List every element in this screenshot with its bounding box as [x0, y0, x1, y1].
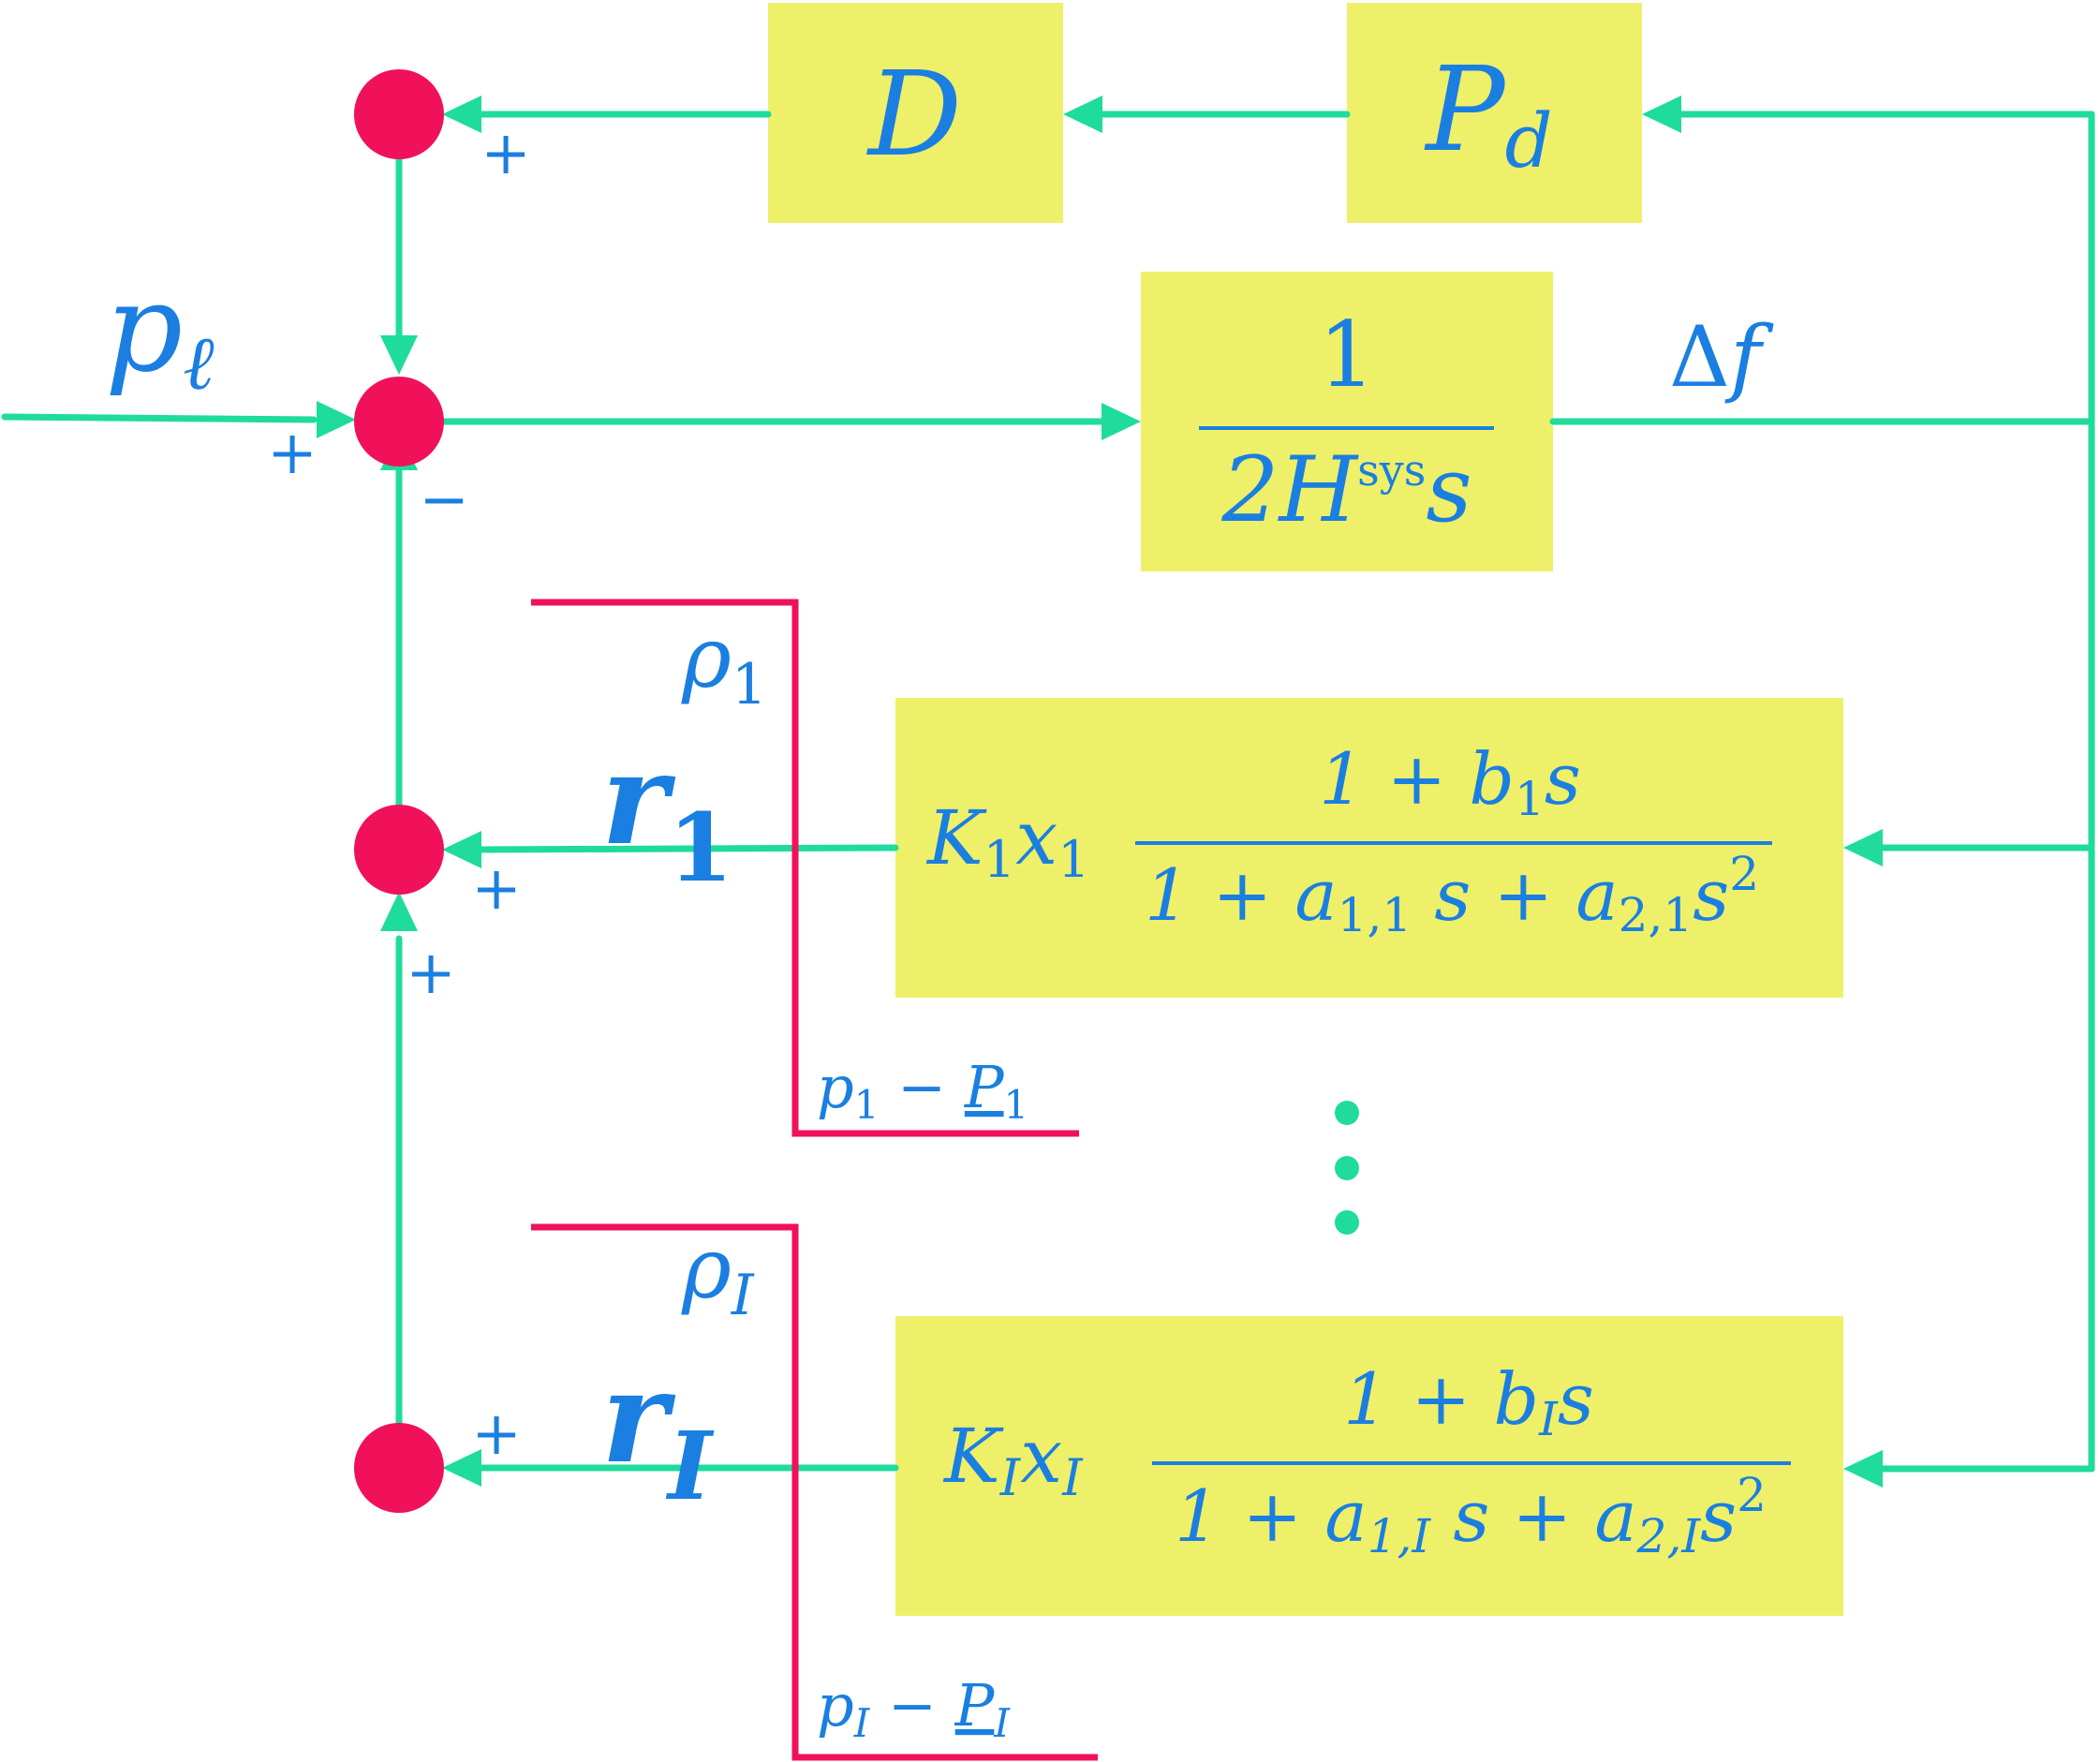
arrowhead-load-into-main-sum	[317, 401, 356, 438]
sign-sum1-right-plus: +	[471, 854, 522, 924]
signal-delta-f-label: Δf	[1669, 308, 1774, 407]
branch-i-gain: KIxI	[942, 1413, 1084, 1507]
summing-junction-i	[354, 1423, 444, 1513]
arrowhead-up-into-sum1	[380, 892, 418, 931]
arrowhead-into-branch-i	[1843, 1450, 1883, 1488]
saturation-curve-i	[531, 1223, 1098, 1761]
plant-denominator: 2Hsyss	[1220, 437, 1471, 542]
saturation-i-lower-label: pI − PI	[817, 1671, 1011, 1746]
arrowhead-r1-into-sum1	[442, 831, 481, 868]
block-pd	[1347, 3, 1642, 223]
arrowhead-into-branch-1	[1843, 829, 1883, 866]
signal-load-label: pℓ	[105, 257, 214, 407]
plant-numerator: 1	[1318, 303, 1375, 407]
block-pd-label: Pd	[1424, 42, 1552, 185]
block-plant	[1141, 272, 1553, 571]
summing-junction-main	[354, 377, 444, 466]
block-d	[768, 3, 1063, 223]
sign-sum1-bottom-plus: +	[406, 939, 456, 1008]
ellipsis-dot	[1335, 1210, 1359, 1235]
summing-junction-top	[354, 69, 444, 159]
ellipsis-dot	[1335, 1101, 1359, 1125]
wire-load-input	[1, 413, 318, 423]
branch-1-numerator: 1 + b1s	[1319, 737, 1581, 826]
block-branch-1	[895, 698, 1843, 998]
signal-ri-label: rI	[601, 1342, 715, 1521]
saturation-curve-1	[531, 599, 1079, 1137]
arrowhead-into-top-sum	[442, 96, 481, 133]
arrowhead-ri-into-sumi	[442, 1449, 481, 1487]
sign-top-sum-plus: +	[481, 119, 531, 188]
arrowhead-into-pd	[1642, 96, 1681, 133]
branch-1-denominator: 1 + a1,1 s + a2,1s2	[1145, 847, 1759, 942]
sign-main-sum-left-plus: +	[267, 419, 318, 488]
branch-i-numerator: 1 + bIs	[1343, 1357, 1594, 1446]
saturation-i-upper-label: ρI	[681, 1220, 755, 1328]
arrowhead-top-into-main-sum	[380, 335, 418, 375]
arrowhead-into-d	[1063, 96, 1102, 133]
branch-i-denominator: 1 + a1,I s + a2,Is2	[1175, 1468, 1767, 1563]
ellipsis-dot	[1335, 1156, 1359, 1180]
summing-junction-1	[354, 805, 444, 895]
block-branch-i	[895, 1316, 1843, 1616]
block-d-label: D	[866, 47, 962, 183]
sign-main-sum-bottom-minus: −	[419, 466, 469, 535]
arrowhead-into-plant	[1102, 403, 1141, 440]
branch-1-gain: K1x1	[925, 794, 1090, 889]
wire-r1	[474, 844, 899, 853]
saturation-1-lower-label: p1 − P1	[817, 1053, 1028, 1128]
signal-r1-label: r1	[601, 724, 733, 903]
sign-sumi-right-plus: +	[471, 1399, 522, 1469]
saturation-1-upper-label: ρ1	[681, 609, 767, 718]
